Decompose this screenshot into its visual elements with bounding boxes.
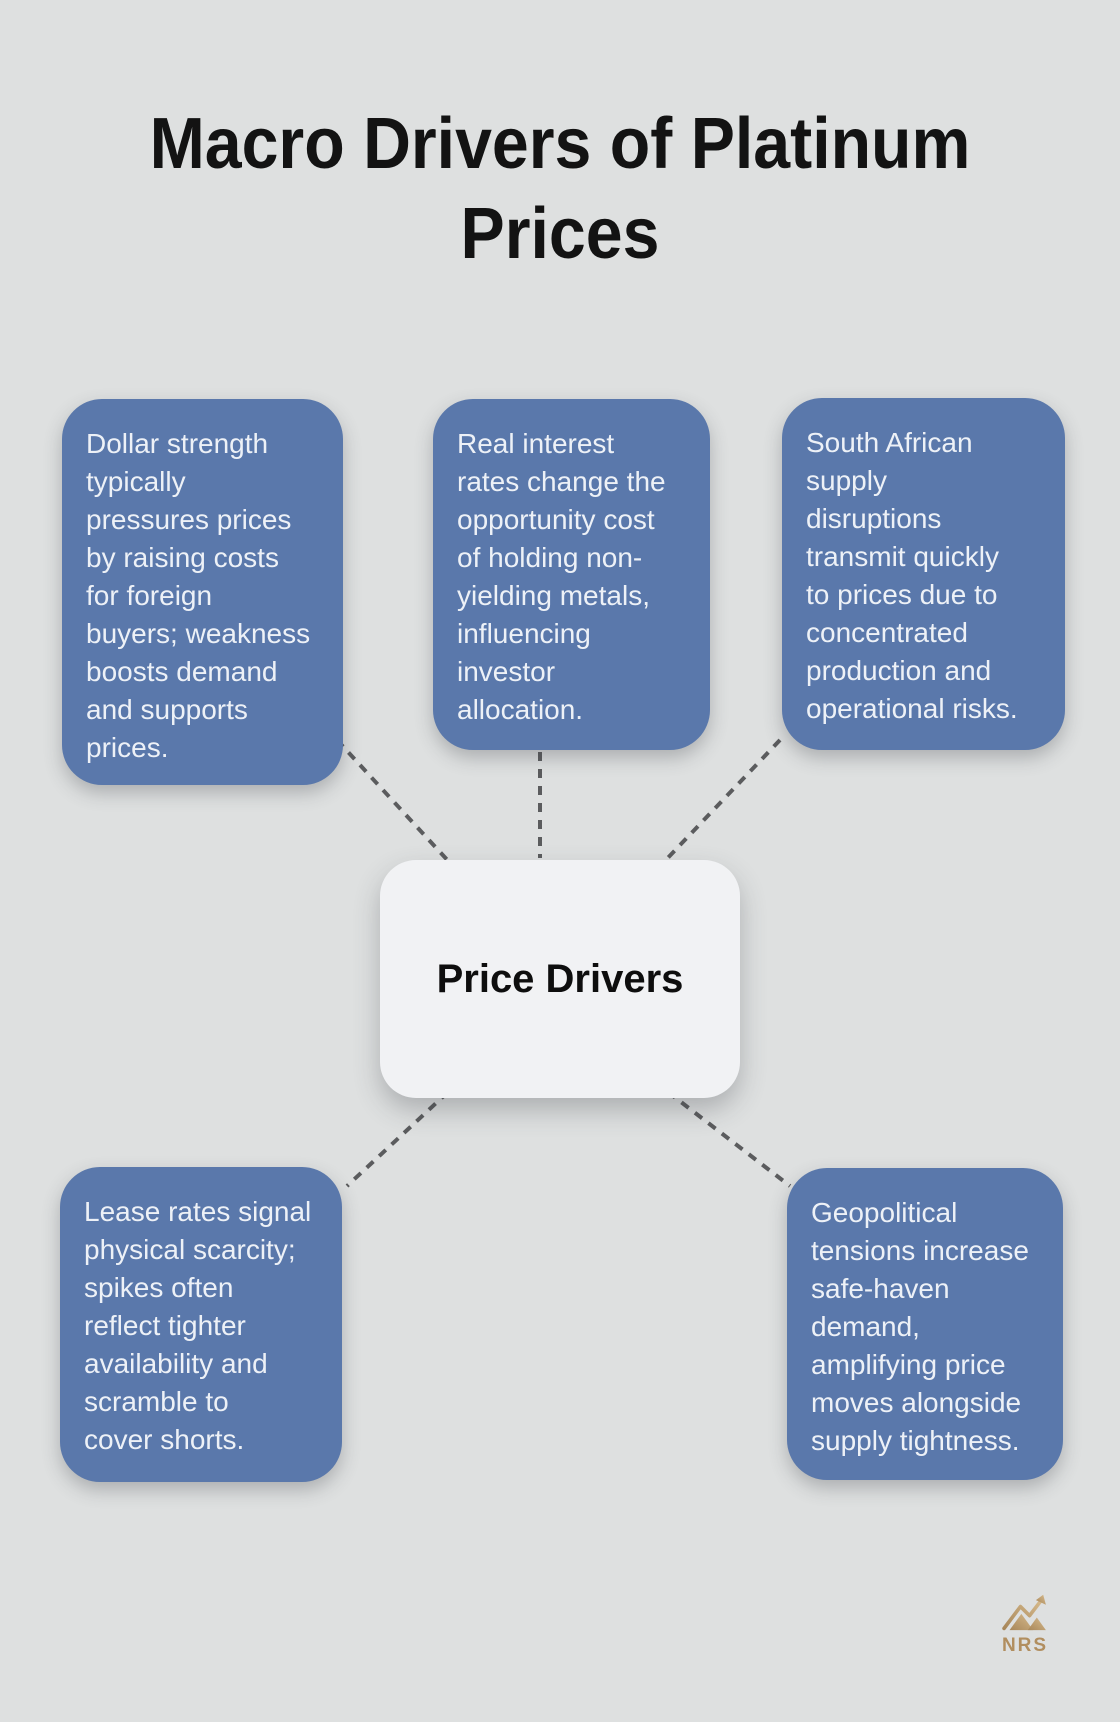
driver-card-south-african-supply: South African supply disruptions transmi…: [782, 398, 1065, 750]
connector-dollar-line: [335, 738, 453, 866]
connector-lease-line: [345, 1090, 450, 1188]
mountain-arrow-icon: [1002, 1594, 1046, 1631]
driver-card-real-interest-rates: Real interest rates change the opportuni…: [433, 399, 710, 750]
page-title: Macro Drivers of Platinum Prices: [149, 104, 971, 274]
driver-card-geopolitical-tensions: Geopolitical tensions increase safe-have…: [787, 1168, 1063, 1480]
center-node-label: Price Drivers: [436, 956, 684, 1001]
logo-text: NRS: [1001, 1635, 1049, 1656]
connector-geo-line: [666, 1090, 792, 1188]
connector-supply-line: [660, 738, 782, 866]
nrs-logo: NRS: [996, 1592, 1054, 1657]
center-node-price-drivers: Price Drivers: [380, 860, 740, 1098]
driver-card-dollar-strength: Dollar strength typically pressures pric…: [62, 399, 343, 785]
driver-card-lease-rates: Lease rates signal physical scarcity; sp…: [60, 1167, 342, 1482]
